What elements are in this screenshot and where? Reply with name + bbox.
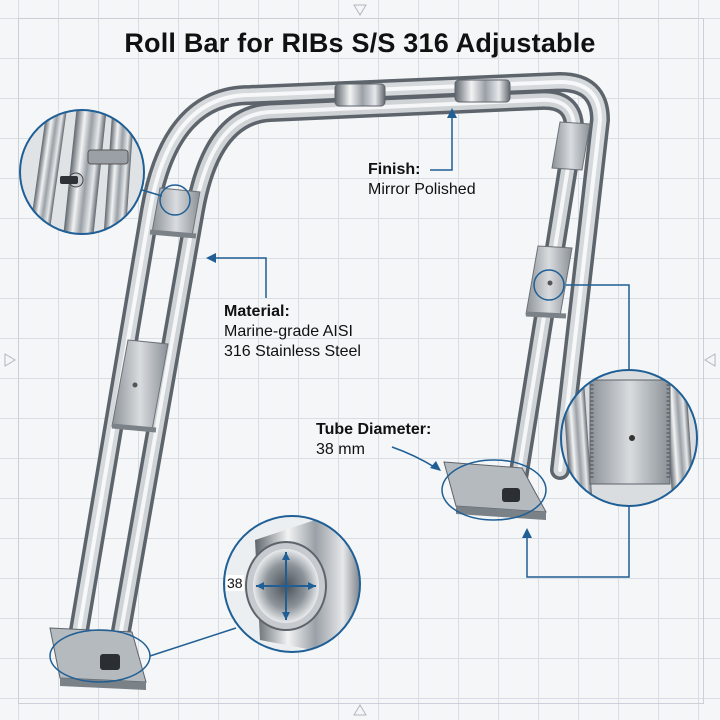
page-title: Roll Bar for RIBs S/S 316 Adjustable — [124, 28, 596, 58]
material-value-line2: 316 Stainless Steel — [224, 343, 361, 360]
tube-label: Tube Diameter: — [316, 421, 432, 438]
material-label: Material: — [224, 303, 290, 320]
hinge-detail-view — [19, 109, 145, 235]
plate-leader-top — [566, 284, 630, 370]
plate-marker — [533, 269, 565, 301]
material-arrow — [206, 253, 216, 263]
left-base-marker — [49, 629, 151, 683]
plate-leader-arrow — [522, 528, 532, 538]
finish-value: Mirror Polished — [368, 181, 476, 198]
edge-markers — [4, 4, 716, 716]
tube-diameter-label: 38 — [226, 575, 244, 591]
material-callout: Material: Marine-grade AISI 316 Stainles… — [224, 302, 361, 362]
tube-arrow — [430, 461, 441, 471]
grid-frame — [18, 18, 704, 704]
tube-value: 38 mm — [316, 441, 365, 458]
right-base-plate — [443, 461, 547, 520]
material-leader — [212, 257, 267, 298]
hinge-leader — [141, 189, 163, 197]
tube-cross-section-view — [223, 515, 361, 653]
finish-callout: Finish: Mirror Polished — [368, 160, 476, 200]
material-value-line1: Marine-grade AISI — [224, 323, 353, 340]
finish-leader-elbow — [430, 162, 453, 171]
hinge-marker — [159, 184, 191, 216]
finish-label: Finish: — [368, 161, 421, 178]
right-base-marker — [441, 459, 547, 521]
welded-plate-detail-view — [560, 369, 698, 507]
cross-section-leader — [149, 627, 237, 657]
finish-arrow — [447, 108, 457, 118]
roll-bar-frame — [66, 72, 610, 658]
tube-callout: Tube Diameter: 38 mm — [316, 420, 431, 460]
plate-leader-bottom — [526, 506, 630, 578]
